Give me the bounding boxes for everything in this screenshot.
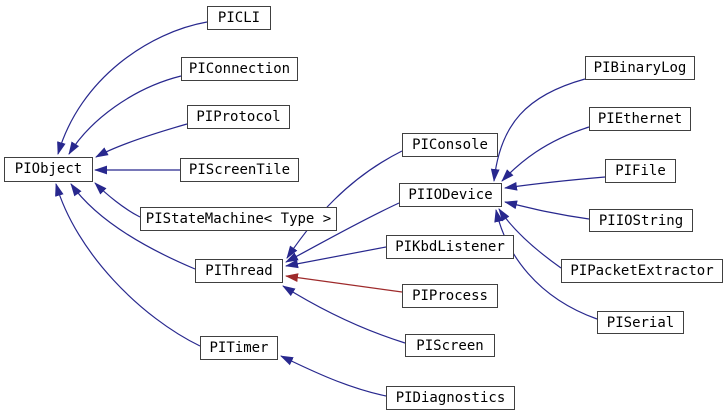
node-pikbdlistener[interactable]: PIKbdListener xyxy=(386,235,514,259)
node-pitimer[interactable]: PITimer xyxy=(200,336,278,360)
edge-PIProtocol-to-PIObject xyxy=(95,123,188,158)
node-piscreen[interactable]: PIScreen xyxy=(405,334,495,357)
node-piiodevice[interactable]: PIIODevice xyxy=(399,183,502,207)
edge-PIConsole-to-PIThread xyxy=(286,150,403,259)
edge-PIIOString-to-PIIODevice xyxy=(504,200,590,220)
node-piiostring[interactable]: PIIOString xyxy=(589,209,693,232)
edge-PIEthernet-to-PIIODevice xyxy=(501,126,590,182)
node-piprocess[interactable]: PIProcess xyxy=(402,284,498,308)
node-pipacketextractor[interactable]: PIPacketExtractor xyxy=(561,259,723,283)
node-piserial[interactable]: PISerial xyxy=(597,311,684,334)
node-pifile[interactable]: PIFile xyxy=(605,159,676,183)
edge-PIStateMachine-to-PIObject xyxy=(94,182,141,218)
edge-PIKbdListener-to-PIThread xyxy=(285,246,387,269)
edge-PITimer-to-PIObject xyxy=(55,183,201,347)
edge-PIDiagnostics-to-PITimer xyxy=(280,355,387,397)
edge-PIFile-to-PIIODevice xyxy=(504,176,606,191)
node-piconnection[interactable]: PIConnection xyxy=(181,57,298,81)
node-piscreentile[interactable]: PIScreenTile xyxy=(180,158,299,182)
edge-PIIODevice-to-PIThread xyxy=(285,202,400,263)
node-piethernet[interactable]: PIEthernet xyxy=(589,107,691,131)
edge-PIThread-to-PIObject xyxy=(70,183,196,270)
edge-PIScreen-to-PIThread xyxy=(282,285,406,344)
node-piprotocol[interactable]: PIProtocol xyxy=(187,105,290,129)
node-piobject[interactable]: PIObject xyxy=(4,157,93,182)
node-pidiagnostics[interactable]: PIDiagnostics xyxy=(386,386,515,410)
node-picli[interactable]: PICLI xyxy=(207,6,271,30)
edge-PICLI-to-PIObject xyxy=(57,21,208,155)
edge-PISerial-to-PIIODevice xyxy=(494,209,598,320)
node-piconsole[interactable]: PIConsole xyxy=(402,133,498,157)
edge-PIProcess-to-PIThread xyxy=(285,273,403,293)
edge-PIConnection-to-PIObject xyxy=(68,75,182,155)
node-pistatemachine[interactable]: PIStateMachine< Type > xyxy=(140,207,337,231)
edge-PIBinaryLog-to-PIIODevice xyxy=(490,78,586,182)
node-pithread[interactable]: PIThread xyxy=(195,259,283,283)
edge-PIPacketExtractor-to-PIIODevice xyxy=(498,208,562,269)
node-pibinarylog[interactable]: PIBinaryLog xyxy=(585,56,695,80)
